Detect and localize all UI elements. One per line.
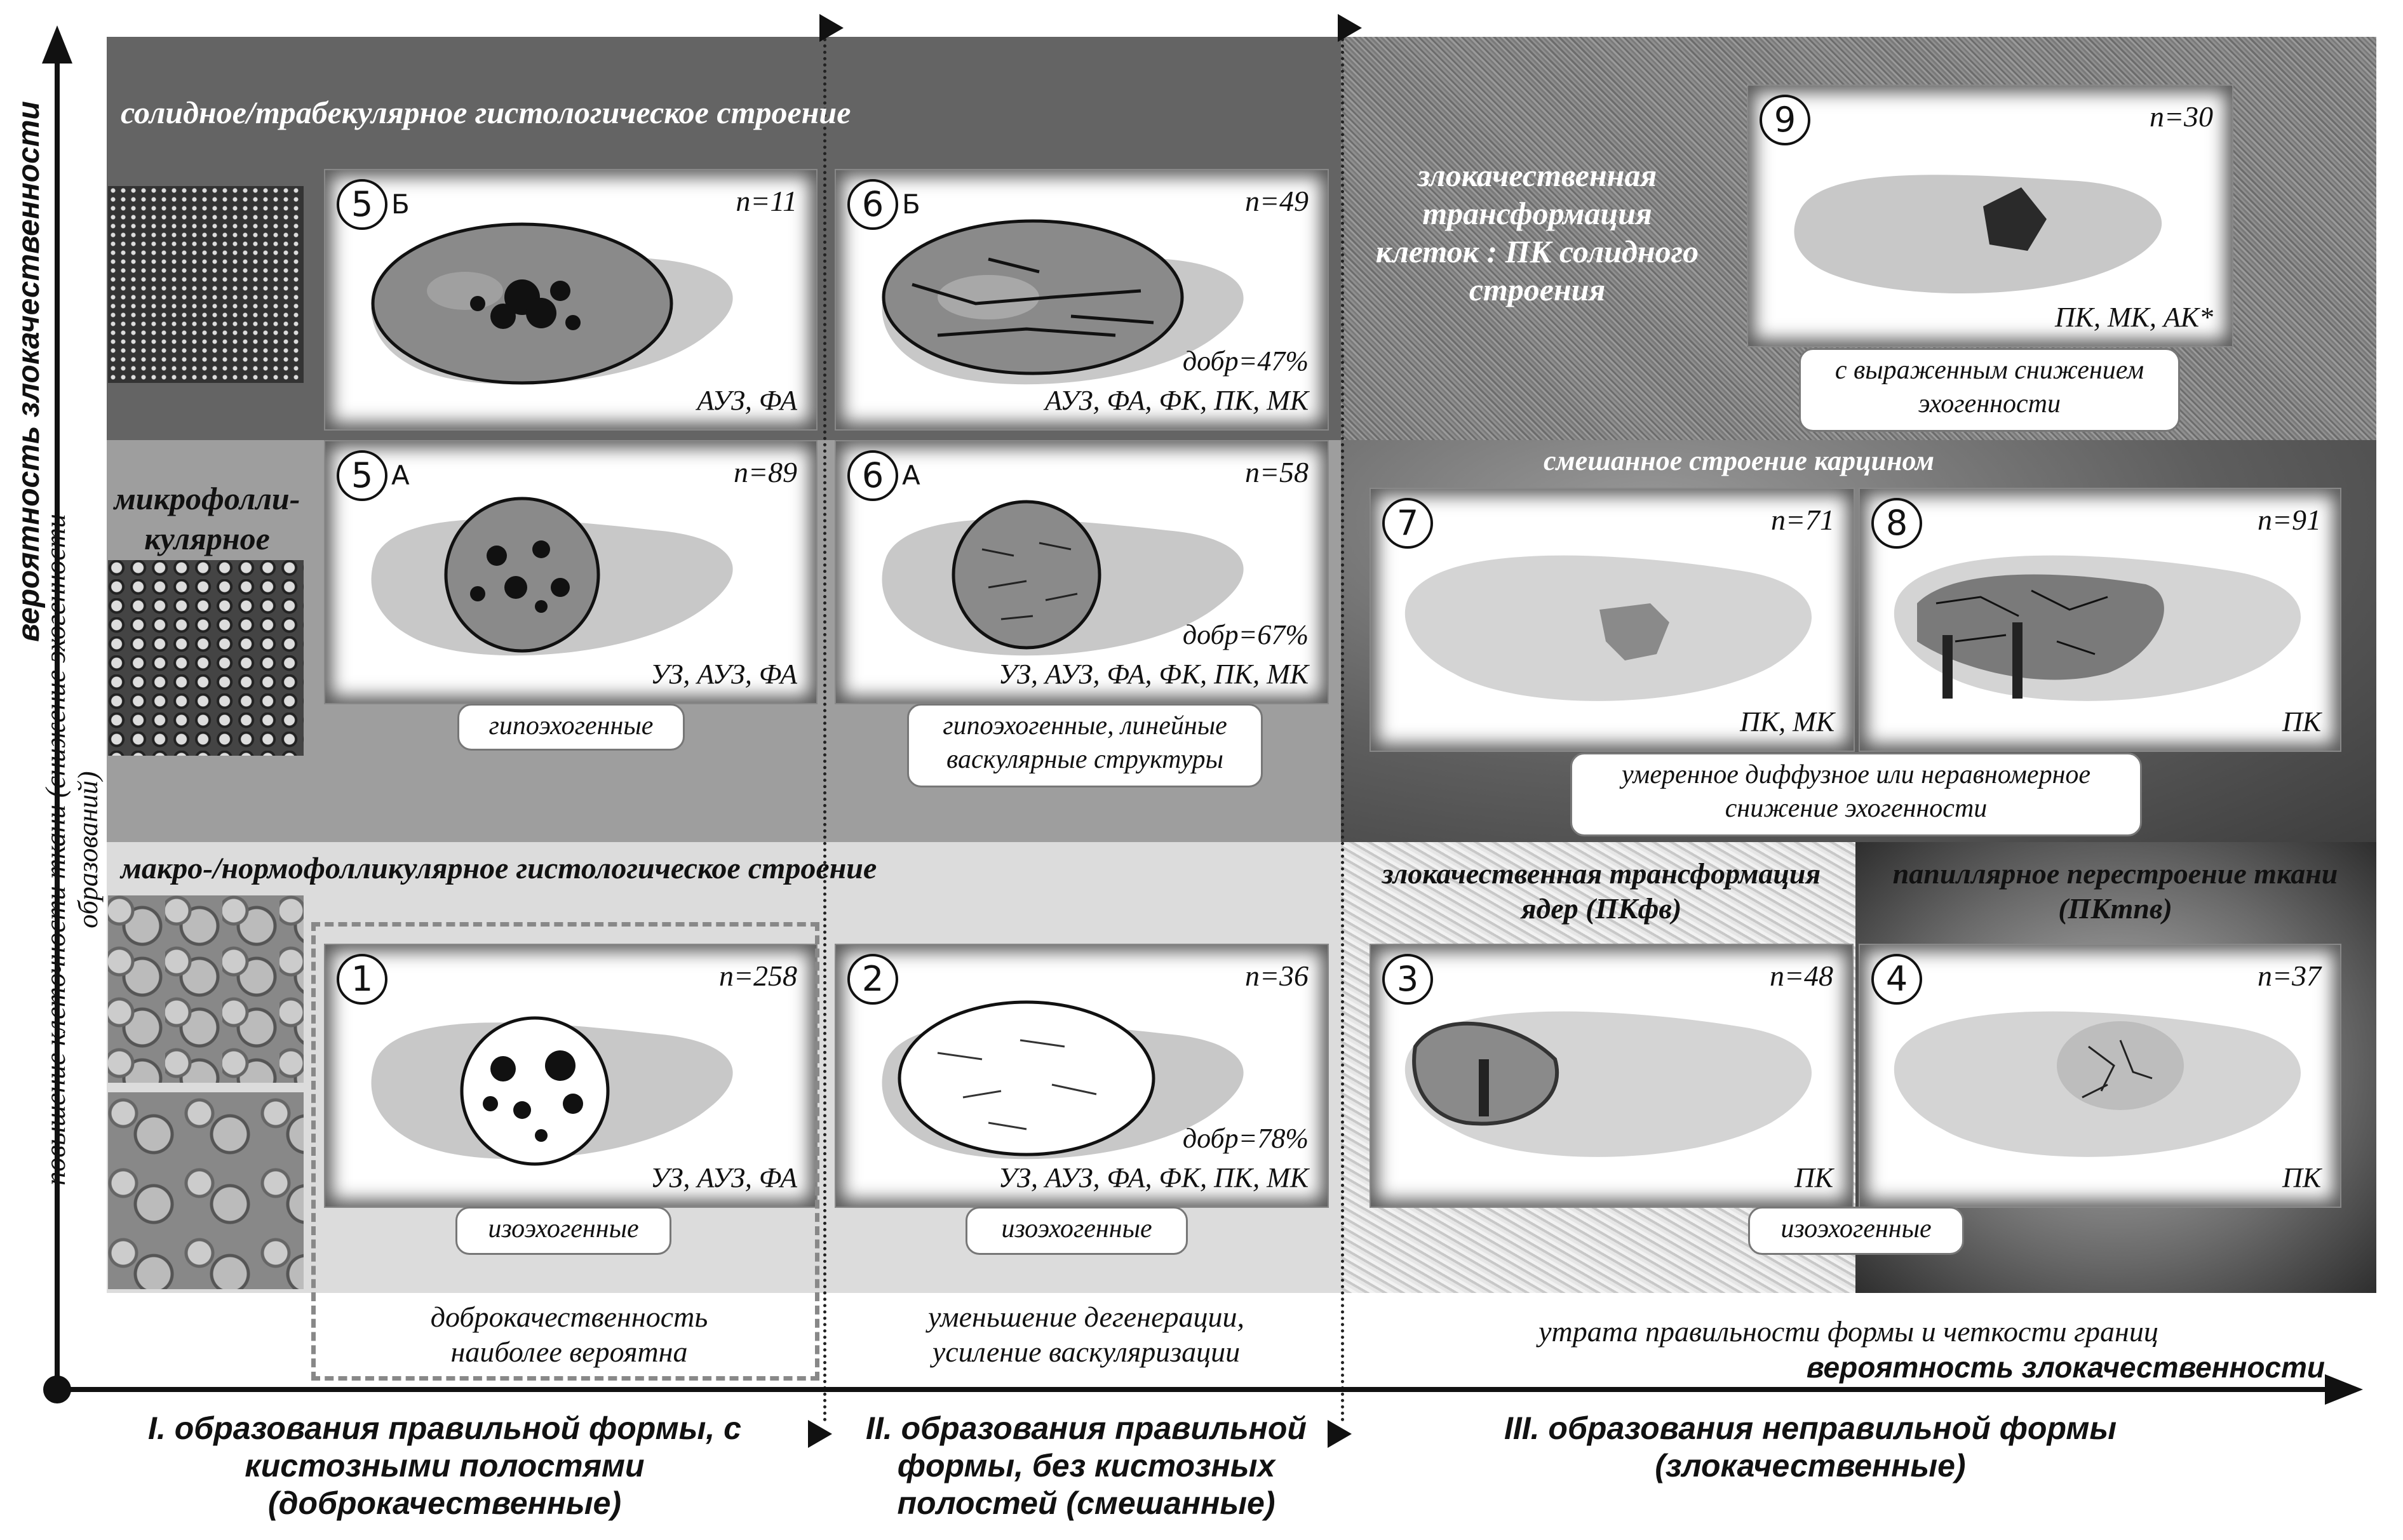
histology-image-macro-1	[108, 895, 304, 1083]
echo-note-2: изоэхогенные	[966, 1207, 1188, 1255]
column-2-label: II. образования правильной формы, без ки…	[866, 1410, 1307, 1521]
micro-row-heading: микрофолли-кулярное	[114, 481, 300, 556]
card-number: 8	[1871, 498, 1922, 549]
case-count: n=37	[2257, 960, 2321, 992]
nodule-diagram	[1404, 555, 1812, 701]
divider-2-top-arrow	[1338, 14, 1362, 42]
nodule-diagram	[1404, 1011, 1812, 1157]
echo-note-1: изоэхогенные	[455, 1207, 671, 1255]
card-number: 4	[1871, 954, 1922, 1005]
card-number: 9	[1760, 95, 1810, 145]
nodule-diagram	[882, 1000, 1244, 1160]
echo-note-78: умеренное диффузное или неравномерное сн…	[1570, 753, 2142, 836]
column-divider-1	[823, 25, 826, 1423]
divider-2-bottom-arrow	[1328, 1420, 1352, 1448]
methods: ПК, МК	[1740, 706, 1834, 737]
echo-note-6a: гипоэхогенные, линейные васкулярные стру…	[907, 704, 1263, 787]
y-axis-sub-label: повышение клеточности ткани (снижение эх…	[40, 514, 104, 1186]
card-number: 3	[1382, 954, 1433, 1005]
nuclei-heading: злокачественная трансформация ядер (ПКфв…	[1382, 857, 1821, 925]
benign-rate: добр=78%	[1182, 1123, 1309, 1154]
echo-note-5a: гипоэхогенные	[457, 704, 685, 751]
card-2: 2 n=36 добр=78% УЗ, АУЗ, ФА, ФК, ПК, МК	[836, 945, 1328, 1207]
case-count: n=36	[1244, 960, 1309, 992]
case-count: n=11	[736, 185, 797, 217]
x-axis-label: вероятность злокачественности	[1806, 1351, 2325, 1384]
nodule-diagram	[1794, 175, 2162, 294]
benign-highlight-box	[311, 922, 819, 1381]
methods: ПК	[1794, 1162, 1833, 1193]
histology-image-solid	[108, 186, 304, 383]
case-count: n=48	[1769, 960, 1833, 992]
methods: АУЗ, ФА	[697, 385, 797, 416]
methods: УЗ, АУЗ, ФА	[650, 659, 797, 690]
methods: ПК, МК, АК*	[2055, 302, 2213, 333]
nodule-diagram	[882, 500, 1244, 656]
card-9: 9 n=30 ПК, МК, АК*	[1748, 86, 2232, 346]
benign-rate: добр=47%	[1182, 345, 1309, 377]
methods: УЗ, АУЗ, ФА	[650, 1162, 797, 1193]
case-count: n=58	[1244, 456, 1309, 488]
card-number: 7	[1382, 498, 1433, 549]
mixed-carcinoma-heading: смешанное строение карцином	[1544, 445, 1934, 476]
solid-row-heading: солидное/трабекулярное гистологическое с…	[121, 95, 851, 130]
benign-rate: добр=67%	[1182, 619, 1309, 650]
histology-image-micro	[108, 560, 304, 756]
nodule-diagram	[371, 1016, 733, 1166]
column-1-note: доброкачественность наиболее вероятна	[430, 1301, 708, 1369]
case-count: n=49	[1244, 185, 1309, 217]
echo-note-9: с выраженным снижением эхогенности	[1799, 348, 2180, 432]
papillary-heading: папиллярное перестроение ткани (ПКтпв)	[1892, 857, 2338, 925]
nodule-diagram	[371, 222, 733, 385]
methods: АУЗ, ФА, ФК, ПК, МК	[1044, 385, 1309, 416]
card-8: 8 n=91 ПК	[1860, 489, 2340, 751]
case-count: n=30	[2149, 100, 2213, 133]
column-3-label: III. образования неправильной формы (зло…	[1504, 1410, 2117, 1483]
nodule-diagram	[882, 219, 1244, 385]
column-3-note: утрата правильности формы и четкости гра…	[1538, 1315, 2158, 1348]
methods: УЗ, АУЗ, ФА, ФК, ПК, МК	[998, 659, 1309, 690]
methods: ПК	[2282, 706, 2321, 737]
nodule-diagram	[1894, 1011, 2301, 1157]
methods: ПК	[2282, 1162, 2321, 1193]
card-1: 1 n=258 УЗ, АУЗ, ФА	[325, 945, 816, 1207]
malignant-cells-heading: злокачественная трансформация клеток : П…	[1375, 157, 1699, 307]
methods: УЗ, АУЗ, ФА, ФК, ПК, МК	[998, 1162, 1309, 1193]
case-count: n=89	[733, 456, 797, 488]
column-2-note: уменьшение дегенерации, усиление васкуля…	[927, 1301, 1245, 1369]
macro-row-heading: макро-/нормофолликулярное гистологическо…	[121, 852, 877, 885]
divider-1-bottom-arrow	[808, 1420, 832, 1448]
nodule-diagram	[1894, 555, 2301, 701]
echo-note-34: изоэхогенные	[1748, 1207, 1964, 1255]
case-count: n=258	[718, 960, 797, 992]
case-count: n=91	[2257, 504, 2321, 536]
nodule-diagram	[371, 497, 733, 656]
column-divider-2	[1341, 25, 1344, 1423]
case-count: n=71	[1770, 504, 1834, 536]
card-number: 1	[337, 954, 387, 1005]
card-number: 2	[847, 954, 898, 1005]
card-7: 7 n=71 ПК, МК	[1371, 489, 1854, 751]
card-3: 3 n=48 ПК	[1371, 945, 1852, 1207]
column-1-label: I. образования правильной формы, с кисто…	[148, 1410, 741, 1521]
card-4: 4 n=37 ПК	[1860, 945, 2340, 1207]
divider-1-top-arrow	[819, 14, 844, 42]
histology-image-macro-2	[108, 1092, 304, 1289]
